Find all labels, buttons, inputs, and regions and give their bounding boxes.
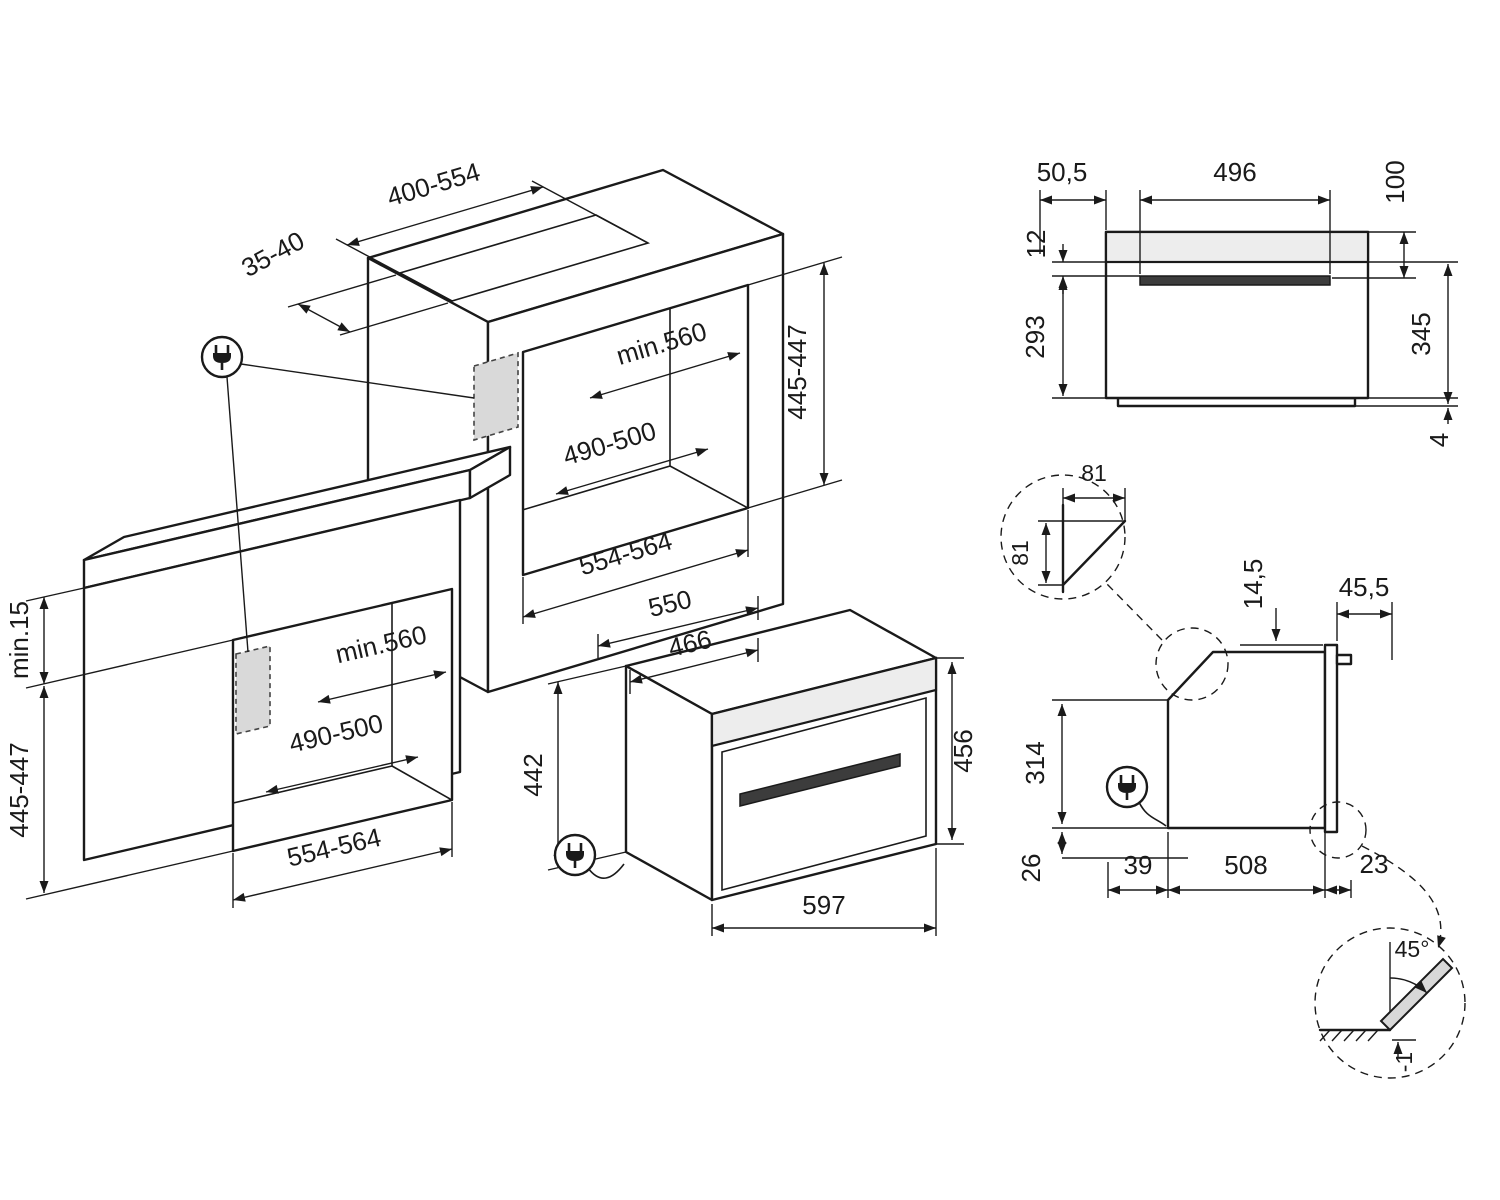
- dim-side-door-offset: 23: [1325, 849, 1388, 898]
- chamfer-detail-leader: [1106, 583, 1163, 641]
- oven-control-panel: [710, 656, 938, 748]
- door-detail-leader: [1361, 845, 1446, 949]
- dim-front-body-height: 345: [1355, 261, 1458, 407]
- dim-side-bottom-gap: 26: [1016, 832, 1188, 882]
- side-view: 81 81 14,5 45,5 314 26: [1000, 460, 1446, 949]
- dim-base-top-clearance: min.15: [4, 587, 234, 689]
- side-power-cord: [1137, 799, 1167, 827]
- dim-oven-front-width: 597: [711, 848, 937, 936]
- dim-oven-front-height: 456: [936, 657, 978, 845]
- outlet-leader-tall: [240, 363, 475, 399]
- dim-label-front-handle-width: 496: [1213, 157, 1256, 187]
- chamfer-detail-marker: [1155, 627, 1229, 701]
- oven-iso: 550 466 442 456 597: [518, 584, 978, 936]
- dim-front-handle-width: 496: [1139, 157, 1331, 274]
- worktop: [82, 445, 512, 590]
- dim-label-door-angle: 45°: [1395, 936, 1430, 962]
- dim-tall-niche-height: 445-447: [747, 256, 843, 509]
- dim-label-side-front-offset: 45,5: [1339, 572, 1390, 602]
- outlet-zone-base: [235, 644, 271, 736]
- dim-label-side-top-gap: 14,5: [1238, 559, 1268, 610]
- dim-label-side-door-offset: 23: [1360, 849, 1389, 879]
- oven-door-handle: [739, 753, 901, 807]
- dim-front-left-offset: 50,5: [1037, 157, 1107, 254]
- side-view-handle: [1335, 653, 1353, 666]
- outlet-zone-tall: [473, 351, 519, 442]
- dim-side-rear-height: 314: [1020, 699, 1168, 829]
- dim-label-tall-cutout-depth: 35-40: [236, 225, 309, 283]
- front-view-handle: [1139, 275, 1331, 286]
- dim-side-rear-clearance: 39: [1107, 832, 1169, 898]
- dim-label-side-bottom-gap: 26: [1016, 854, 1046, 883]
- dim-front-panel-gap: 12: [1021, 230, 1140, 294]
- dim-label-side-rear-clearance: 39: [1124, 850, 1153, 880]
- dim-oven-body-height: 442: [518, 665, 627, 871]
- power-plug-icon: [200, 335, 244, 379]
- dim-label-front-panel-gap: 12: [1021, 230, 1051, 259]
- base-unit-iso: min.560 490-500 554-564 min.15 445-447: [4, 498, 462, 908]
- oven-power-cord: [587, 863, 625, 879]
- side-view-door: [1323, 643, 1339, 834]
- dim-label-oven-front-width: 597: [802, 890, 845, 920]
- outlet-leader-base: [226, 376, 249, 653]
- dim-front-lower-height: 293: [1020, 278, 1106, 399]
- dim-base-niche-height: 445-447: [4, 686, 234, 900]
- power-connection-left: [200, 335, 519, 736]
- door-detail-marker: [1309, 801, 1367, 859]
- front-view: 50,5 496 100 12 293: [1020, 157, 1458, 447]
- dim-label-oven-front-height: 456: [948, 729, 978, 772]
- dim-front-top-height: 100: [1332, 160, 1416, 279]
- dim-side-front-offset: 45,5: [1336, 572, 1393, 660]
- worktop-end-face: [468, 445, 512, 500]
- dim-label-chamfer-width: 81: [1081, 460, 1107, 486]
- dim-label-side-body-depth: 508: [1224, 850, 1267, 880]
- dim-side-body-depth: 508: [1168, 832, 1326, 898]
- front-view-control-panel: [1104, 230, 1370, 264]
- door-angle-detail: 45° -1: [1314, 927, 1466, 1079]
- oven-door-outline: [721, 696, 927, 892]
- dim-label-chamfer-height: 81: [1007, 540, 1033, 566]
- dim-label-front-lower-height: 293: [1020, 315, 1050, 358]
- dim-label-oven-body-height: 442: [518, 753, 548, 796]
- chamfer-detail-view: 81 81: [1000, 460, 1127, 600]
- side-plug-icon: [1105, 765, 1149, 809]
- dim-label-tall-cutout-width: 400-554: [383, 156, 483, 212]
- detail-open-door: [1379, 957, 1454, 1032]
- detail-angle-arc: [1389, 977, 1428, 994]
- dim-label-floor-offset: -1: [1391, 1052, 1417, 1072]
- dim-label-front-left-offset: 50,5: [1037, 157, 1088, 187]
- chamfer-detail-circle: [1000, 474, 1126, 600]
- oven-plug-icon: [553, 833, 597, 877]
- dim-side-top-gap: 14,5: [1238, 559, 1323, 646]
- dim-label-tall-niche-height: 445-447: [782, 324, 812, 419]
- dim-label-side-rear-height: 314: [1020, 741, 1050, 784]
- door-detail-circle: [1314, 927, 1466, 1079]
- dim-label-front-body-height: 345: [1406, 312, 1436, 355]
- dim-front-plinth-height: 4: [1368, 397, 1458, 447]
- dim-label-front-top-height: 100: [1380, 160, 1410, 203]
- dim-label-base-top-clearance: min.15: [4, 601, 34, 679]
- dim-label-base-niche-height: 445-447: [4, 742, 34, 837]
- dim-label-front-plinth-height: 4: [1424, 433, 1454, 447]
- side-view-body: [1166, 650, 1327, 830]
- detail-floor-hatch: [1319, 1029, 1379, 1042]
